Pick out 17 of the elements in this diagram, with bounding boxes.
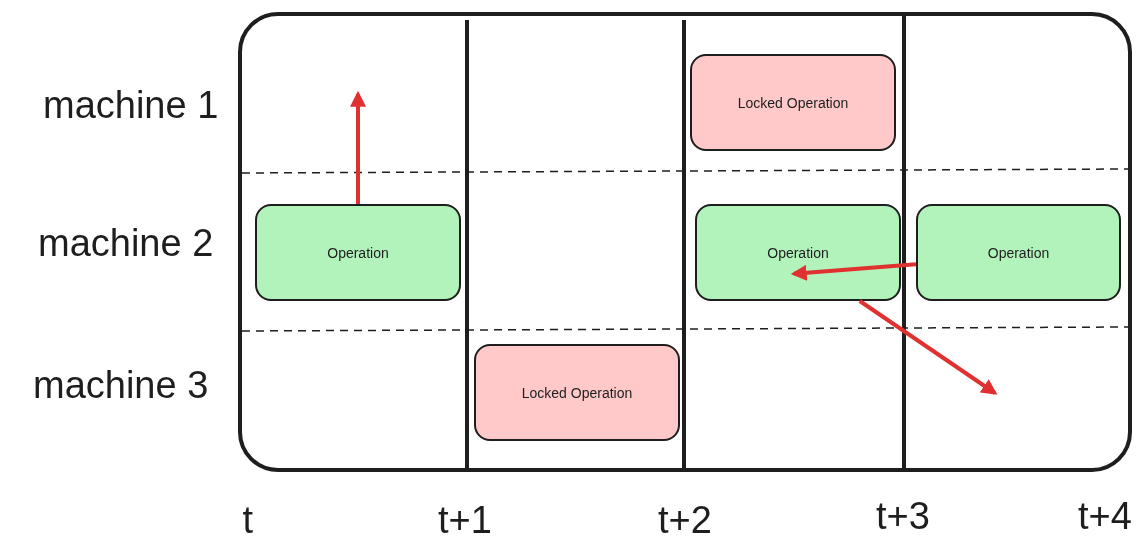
time-label: t+2 [658, 501, 712, 538]
time-label: t+3 [876, 497, 930, 535]
locked-operation-box: Locked Operation [690, 54, 896, 151]
operation-box: Operation [695, 204, 901, 301]
time-label: t [242, 501, 254, 538]
arrow [790, 262, 917, 281]
arrow [350, 90, 366, 204]
machine-label: machine 2 [38, 224, 214, 262]
arrow [858, 299, 998, 395]
locked-operation-box: Locked Operation [474, 344, 680, 441]
time-label: t+1 [438, 501, 492, 538]
schedule-frame [238, 12, 1132, 472]
operation-box: Operation [916, 204, 1121, 301]
time-label: t+4 [1078, 497, 1132, 535]
machine-label: machine 1 [43, 86, 219, 124]
machine-label: machine 3 [33, 366, 209, 404]
operation-box: Operation [255, 204, 461, 301]
